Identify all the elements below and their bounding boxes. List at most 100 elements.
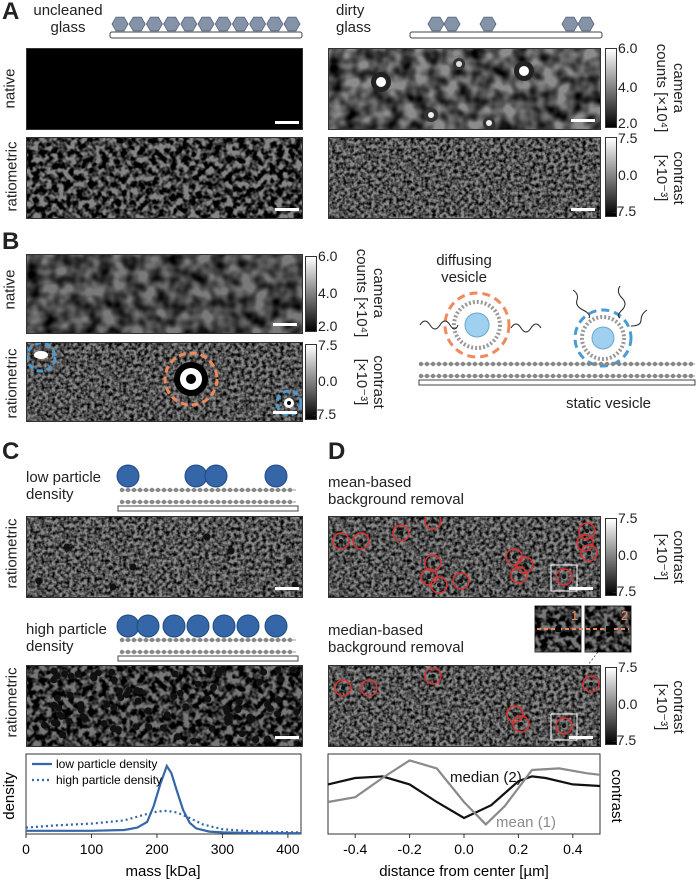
lipid-icon: [418, 373, 424, 379]
lipid-icon: [221, 637, 227, 643]
hexagon-icon: [214, 16, 232, 32]
series-line-mean-1-: [327, 759, 601, 826]
lipid-icon: [245, 487, 251, 493]
lipid-icon: [598, 373, 604, 379]
detection-circle: [424, 554, 442, 572]
lipid-icon: [275, 637, 281, 643]
detection-circle: [576, 534, 594, 552]
particle-spot: [264, 701, 272, 709]
lipid-icon: [634, 373, 640, 379]
legend-label: high particle density: [56, 773, 162, 787]
detection-circle: [578, 522, 596, 540]
lipid-icon: [155, 487, 161, 493]
x-tick-label: -0.4: [343, 841, 367, 857]
lipid-icon: [263, 637, 269, 643]
hexagon-icon: [561, 16, 579, 32]
lipid-icon: [604, 361, 610, 367]
lipid-icon: [646, 373, 652, 379]
lipid-icon: [598, 361, 604, 367]
particle-spot: [291, 581, 299, 589]
inset-label-2: 2: [621, 608, 628, 623]
lipid-icon: [185, 637, 191, 643]
lipid-icon: [203, 487, 209, 493]
lipid-icon: [454, 373, 460, 379]
tick: 2.0: [318, 318, 338, 334]
lipid-icon: [197, 637, 203, 643]
particle-spot: [103, 701, 111, 708]
lipid-icon: [203, 649, 209, 655]
lipid-icon: [227, 637, 233, 643]
particle-spot: [159, 724, 167, 732]
lipid-icon: [149, 637, 155, 643]
lipid-icon: [119, 499, 125, 505]
lipid-icon: [484, 373, 490, 379]
tick: -7.5: [312, 406, 337, 422]
particle-spot: [170, 693, 178, 700]
lipid-icon: [221, 499, 227, 505]
lipid-icon: [251, 487, 257, 493]
hexagon-icon: [577, 16, 595, 32]
lipid-icon: [209, 487, 215, 493]
lipid-icon: [263, 487, 269, 493]
particle-spot: [145, 723, 153, 731]
lipid-icon: [179, 649, 185, 655]
lipid-icon: [550, 361, 556, 367]
lipid-icon: [646, 361, 652, 367]
lipid-icon: [173, 649, 179, 655]
x-tick-label: 100: [80, 841, 104, 857]
particle-spot: [264, 735, 272, 743]
lipid-icon: [287, 637, 293, 643]
particle-spot: [224, 718, 232, 726]
particle-spot: [399, 531, 403, 535]
lipid-icon: [556, 361, 562, 367]
lipid-icon: [281, 487, 287, 493]
lipid-icon: [215, 487, 221, 493]
lipid-icon: [137, 499, 143, 505]
detection-circle: [332, 532, 350, 550]
colorbar-ratio-b: [305, 344, 317, 420]
lipid-icon: [652, 373, 658, 379]
particle-spot: [117, 694, 125, 702]
lipid-icon: [161, 649, 167, 655]
lipid-icon: [622, 373, 628, 379]
lipid-icon: [239, 487, 245, 493]
uncleaned-glass-label: uncleaned glass: [33, 2, 103, 36]
lipid-icon: [460, 373, 466, 379]
particle-spot: [234, 706, 242, 714]
colorbar-native-b: [305, 256, 317, 332]
lipid-icon: [263, 649, 269, 655]
row-label-ratiometric-b: ratiometric: [3, 348, 21, 419]
particle-spot: [277, 675, 285, 683]
lipid-icon: [155, 649, 161, 655]
lipid-icon: [574, 373, 580, 379]
detection-circle: [506, 705, 524, 723]
panel-letter-b: B: [2, 228, 20, 255]
tick: 6.0: [318, 248, 338, 264]
particle-spot: [50, 719, 58, 727]
detection-circle: [555, 568, 573, 586]
detection-circle: [430, 576, 448, 594]
lipid-icon: [652, 361, 658, 367]
row-label-ratiometric-a: ratiometric: [3, 141, 21, 212]
lipid-icon: [484, 361, 490, 367]
particle-spot: [35, 577, 43, 585]
lipid-icon: [287, 487, 293, 493]
lipid-icon: [622, 361, 628, 367]
lipid-icon: [634, 361, 640, 367]
lipid-icon: [251, 649, 257, 655]
lipid-icon: [143, 637, 149, 643]
image-high-density: [26, 665, 303, 747]
lipid-icon: [682, 373, 688, 379]
lipid-icon: [167, 649, 173, 655]
lipid-icon: [233, 637, 239, 643]
lipid-icon: [658, 361, 664, 367]
lipid-icon: [143, 649, 149, 655]
particle-spot: [246, 713, 254, 721]
panel-letter-d: D: [328, 438, 346, 465]
hexagon-icon: [197, 16, 215, 32]
particle-spot: [431, 674, 435, 678]
particle-spot: [109, 583, 117, 591]
lipid-icon: [568, 373, 574, 379]
detection-circle: [352, 532, 370, 550]
